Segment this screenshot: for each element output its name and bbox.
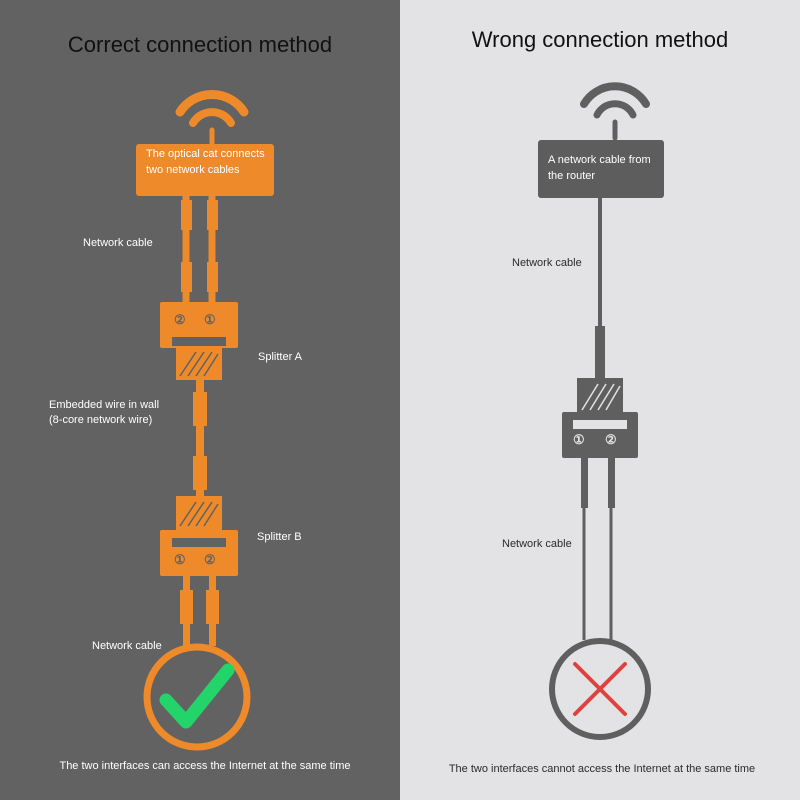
wrong-caption: The two interfaces cannot access the Int… (448, 763, 756, 775)
splitter (562, 378, 638, 458)
correct-method-title: Correct connection method (67, 32, 333, 57)
correct-method-panel: Correct connection method (49, 32, 351, 772)
wifi-icon (175, 90, 249, 149)
wrong-diagram (538, 82, 664, 740)
splitter-b (160, 496, 238, 576)
label-embedded-wire: Embedded wire in wall (49, 399, 160, 411)
cross-icon (573, 662, 627, 716)
network-cables-bottom (581, 458, 615, 640)
label-splitter-a: Splitter A (258, 351, 303, 363)
router-label: A network cable from the router (548, 154, 651, 182)
wrong-method-title: Wrong connection method (471, 27, 729, 52)
wrong-method-panel: Wrong connection method (400, 0, 800, 800)
splitter-port-2: ② (605, 432, 617, 447)
embedded-wire (193, 380, 207, 500)
optical-modem-box (136, 144, 274, 196)
label-network-cable-top: Network cable (512, 257, 582, 269)
splitter-port-1: ① (573, 432, 585, 447)
splitter-a-port-1: ① (204, 312, 216, 327)
optical-modem-label: The optical cat connects two network cab… (146, 148, 265, 176)
splitter-b-port-1: ① (174, 552, 186, 567)
splitter-a (160, 302, 238, 380)
label-splitter-b: Splitter B (257, 531, 302, 543)
network-cables-top (181, 196, 218, 308)
correct-caption: The two interfaces can access the Intern… (59, 760, 351, 772)
label-network-cable-top: Network cable (83, 237, 153, 249)
splitter-a-port-2: ② (174, 312, 186, 327)
label-network-cable-bottom: Network cable (502, 538, 572, 550)
check-icon (159, 663, 235, 729)
result-circle (143, 643, 251, 751)
router-box (538, 140, 664, 198)
network-cable-single (595, 198, 605, 378)
network-cables-bottom (180, 576, 219, 646)
wifi-icon (580, 82, 650, 141)
splitter-b-port-2: ② (204, 552, 216, 567)
label-embedded-wire-spec: (8-core network wire) (49, 414, 153, 426)
label-network-cable-bottom: Network cable (92, 640, 162, 652)
correct-diagram (136, 90, 274, 751)
result-circle (549, 638, 651, 740)
